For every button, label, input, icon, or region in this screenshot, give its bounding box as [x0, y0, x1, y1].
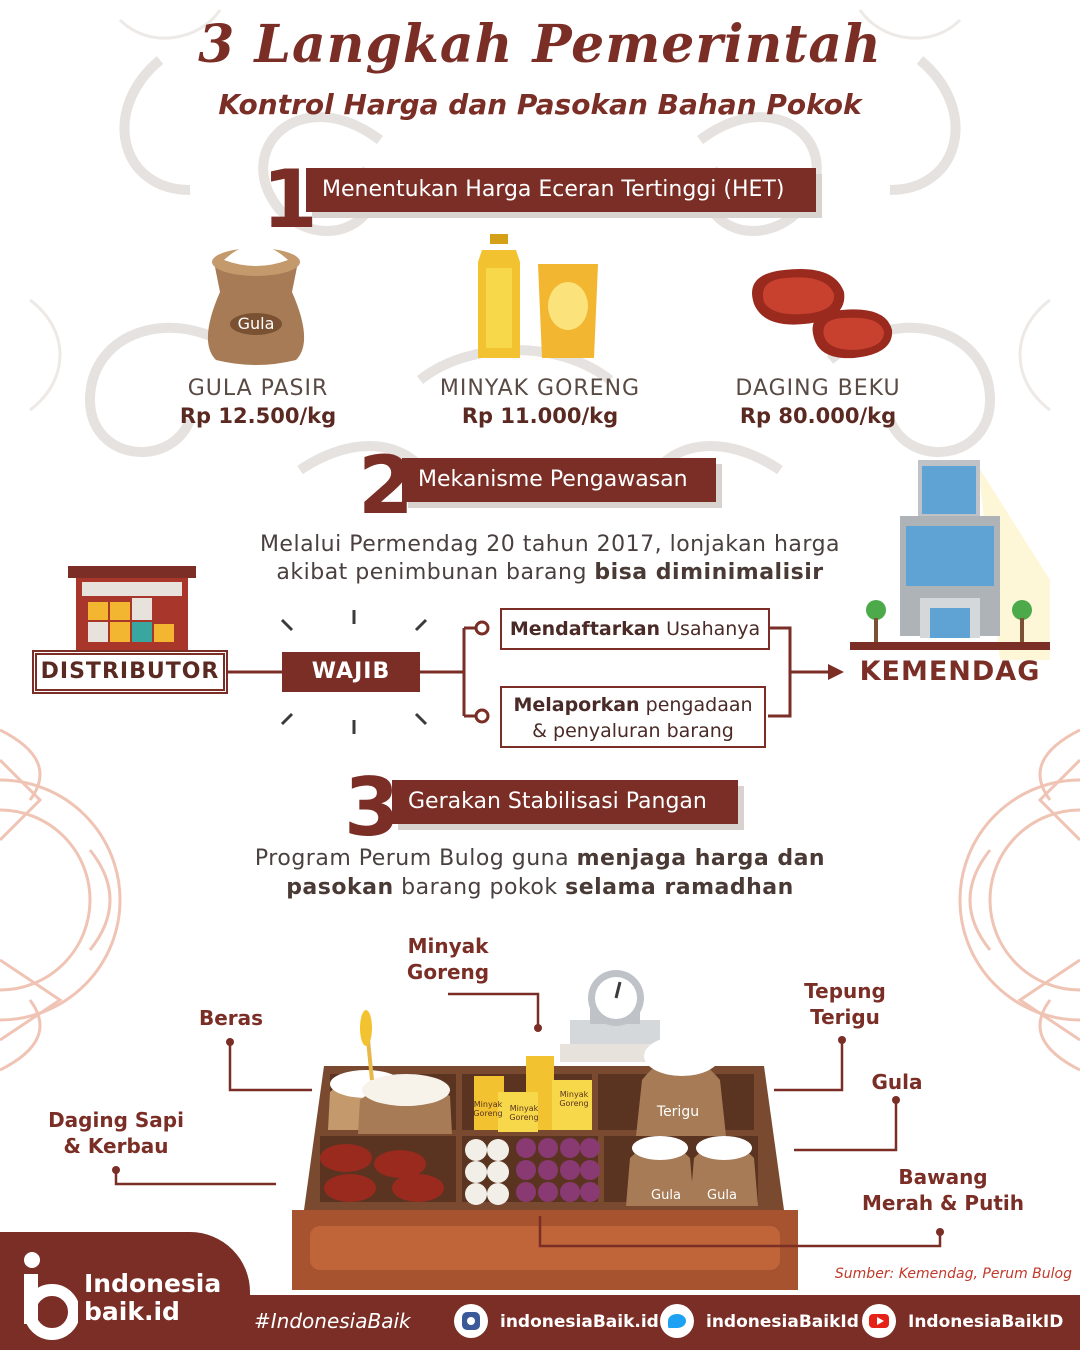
- step-3-heading: Gerakan Stabilisasi Pangan: [392, 780, 738, 824]
- callout-lines: [112, 992, 944, 1248]
- hashtag: #IndonesiaBaik: [254, 1309, 411, 1333]
- stall-terigu-text: Terigu: [656, 1104, 700, 1120]
- kemendag-building-icon: [850, 460, 1050, 660]
- source-note: Sumber: Kemendag, Perum Bulog: [834, 1266, 1072, 1282]
- twitter-handle[interactable]: indonesiaBaikId: [706, 1312, 859, 1332]
- page-subtitle: Kontrol Harga dan Pasokan Bahan Pokok: [218, 88, 862, 121]
- stall-gula-b-text: Gula: [707, 1188, 737, 1203]
- product-name-gula: GULA PASIR: [187, 376, 329, 401]
- flow-connectors: [228, 610, 844, 734]
- option-register: Mendaftarkan Usahanya: [500, 608, 770, 650]
- step-1-heading: Menentukan Harga Eceran Tertinggi (HET): [306, 168, 816, 212]
- market-stall-illustration: [292, 970, 798, 1290]
- indonesiabaik-logo-icon: [24, 1252, 78, 1340]
- kemendag-label: KEMENDAG: [859, 656, 1041, 687]
- youtube-handle[interactable]: IndonesiaBaikID: [908, 1312, 1064, 1332]
- instagram-handle[interactable]: indonesiaBaik.id: [500, 1312, 659, 1332]
- product-price-daging: Rp 80.000/kg: [739, 404, 897, 428]
- instagram-icon[interactable]: [454, 1304, 488, 1338]
- footer-band: [0, 1295, 1080, 1350]
- sugar-sack-icon: [207, 245, 305, 365]
- youtube-icon[interactable]: [862, 1304, 896, 1338]
- option-report: Melaporkan pengadaan& penyaluran barang: [500, 686, 766, 748]
- page-title: 3 Langkah Pemerintah: [198, 14, 882, 75]
- step-2-heading: Mekanisme Pengawasan: [402, 458, 716, 502]
- step-2-desc-line1: Melalui Permendag 20 tahun 2017, lonjaka…: [259, 532, 841, 557]
- distributor-store-icon: [68, 566, 196, 652]
- product-name-daging: DAGING BEKU: [735, 376, 901, 401]
- stall-minyak-b-text: Minyak Goreng: [509, 1104, 539, 1122]
- product-name-minyak: MINYAK GORENG: [439, 376, 641, 401]
- step-3-desc-line1: Program Perum Bulog guna menjaga harga d…: [254, 846, 826, 871]
- sugar-sack-label: Gula: [237, 314, 275, 333]
- wajib-label: WAJIB: [282, 652, 420, 692]
- step-2-desc-line2: akibat penimbunan barang bisa diminimali…: [276, 560, 824, 585]
- stall-minyak-c-text: Minyak Goreng: [559, 1090, 589, 1108]
- distributor-label: DISTRIBUTOR: [32, 650, 228, 694]
- stall-minyak-a-text: Minyak Goreng: [473, 1100, 503, 1118]
- step-3-number: 3: [344, 761, 400, 854]
- label-gula: Gula: [871, 1070, 923, 1094]
- product-price-gula: Rp 12.500/kg: [179, 404, 337, 428]
- twitter-icon[interactable]: [660, 1304, 694, 1338]
- cooking-oil-icon: [478, 234, 598, 358]
- label-beras: Beras: [198, 1006, 264, 1030]
- stall-gula-a-text: Gula: [651, 1188, 681, 1203]
- product-price-minyak: Rp 11.000/kg: [461, 404, 619, 428]
- step-3-desc-line2: pasokan barang pokok selama ramadhan: [286, 875, 794, 900]
- beef-icon: [752, 268, 893, 359]
- label-daging-sapi: Daging Sapi& Kerbau: [48, 1108, 184, 1158]
